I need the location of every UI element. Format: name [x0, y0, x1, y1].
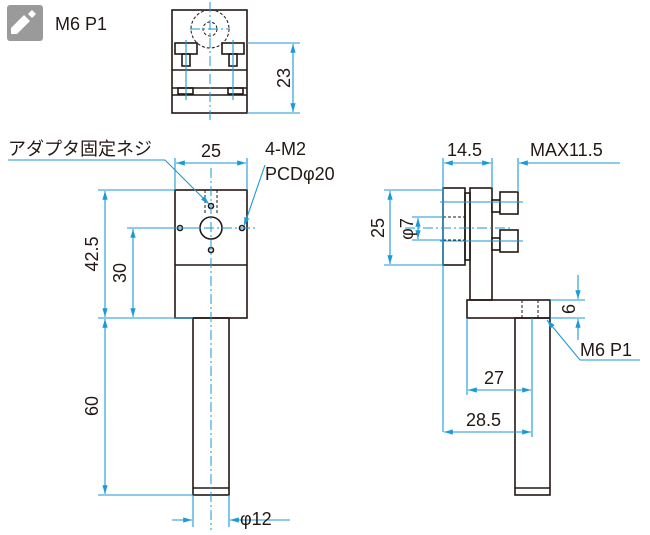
- side-thread-label: M6 P1: [580, 340, 632, 360]
- side-depth-dim: 14.5: [447, 140, 482, 160]
- side-view: [384, 158, 640, 496]
- tapped-thread-icon: [7, 5, 43, 41]
- pcd-label: PCDφ20: [265, 164, 335, 184]
- offset-dim-28-5: 28.5: [466, 410, 501, 430]
- top-view: [171, 2, 300, 120]
- front-width-dim: 25: [201, 141, 221, 161]
- holes-label: 4-M2: [265, 139, 306, 159]
- rod-length-dim: 60: [82, 396, 102, 416]
- offset-dim-27: 27: [484, 368, 504, 388]
- rod-diameter-dim: φ12: [240, 509, 272, 529]
- front-view: [8, 158, 290, 530]
- max-dim: MAX11.5: [530, 140, 603, 160]
- total-height-dim: 42.5: [82, 236, 102, 271]
- top-height-dim: 23: [274, 68, 294, 88]
- adapter-screw-label: アダプタ固定ネジ: [8, 139, 152, 159]
- center-height-dim: 30: [110, 263, 130, 283]
- plate-height-dim: 25: [368, 218, 388, 238]
- base-thickness-dim: 6: [559, 304, 579, 314]
- bore-dim: φ7: [397, 218, 417, 240]
- thread-label: M6 P1: [55, 14, 107, 34]
